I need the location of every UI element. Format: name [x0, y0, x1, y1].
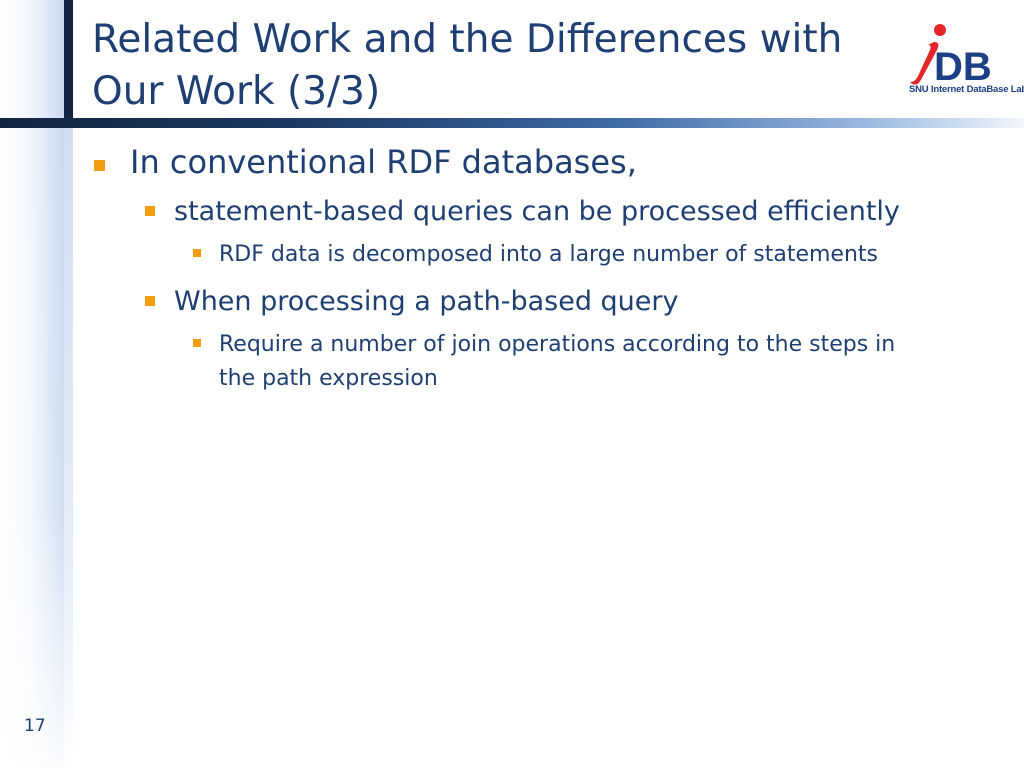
vertical-accent-bar — [64, 0, 73, 128]
bullet-item: When processing a path-based query — [92, 282, 932, 322]
title-underline-bar — [0, 118, 1024, 128]
square-bullet-icon — [193, 339, 201, 347]
square-bullet-icon — [94, 160, 105, 171]
square-bullet-icon — [145, 296, 155, 306]
logo-caption: SNU Internet DataBase Lab. — [909, 84, 1024, 95]
bullet-text: RDF data is decomposed into a large numb… — [219, 242, 878, 267]
bullet-item: Require a number of join operations acco… — [92, 328, 932, 396]
slide-content: In conventional RDF databases, statement… — [92, 142, 932, 406]
bullet-item: RDF data is decomposed into a large numb… — [92, 238, 932, 272]
page-number: 17 — [24, 716, 46, 736]
bullet-item: statement-based queries can be processed… — [92, 192, 932, 232]
bullet-text: In conventional RDF databases, — [130, 143, 637, 181]
bullet-item: In conventional RDF databases, — [92, 142, 932, 182]
logo-letters: DB — [934, 45, 992, 89]
square-bullet-icon — [193, 249, 201, 257]
bullet-text: When processing a path-based query — [174, 286, 679, 317]
bullet-text: Require a number of join operations acco… — [219, 332, 896, 391]
idb-logo: DB — [910, 24, 993, 90]
bullet-text: statement-based queries can be processed… — [174, 196, 900, 227]
square-bullet-icon — [145, 206, 155, 216]
logo-i-stroke — [910, 42, 939, 85]
slide-title-line-1: Related Work and the Differences with — [92, 17, 843, 62]
slide-title: Related Work and the Differences with Ou… — [92, 14, 902, 118]
slide-title-line-2: Our Work (3/3) — [92, 69, 381, 114]
left-band-fade — [0, 128, 74, 768]
vertical-accent-bar-lower — [64, 128, 73, 768]
logo-i-dot — [934, 24, 946, 36]
